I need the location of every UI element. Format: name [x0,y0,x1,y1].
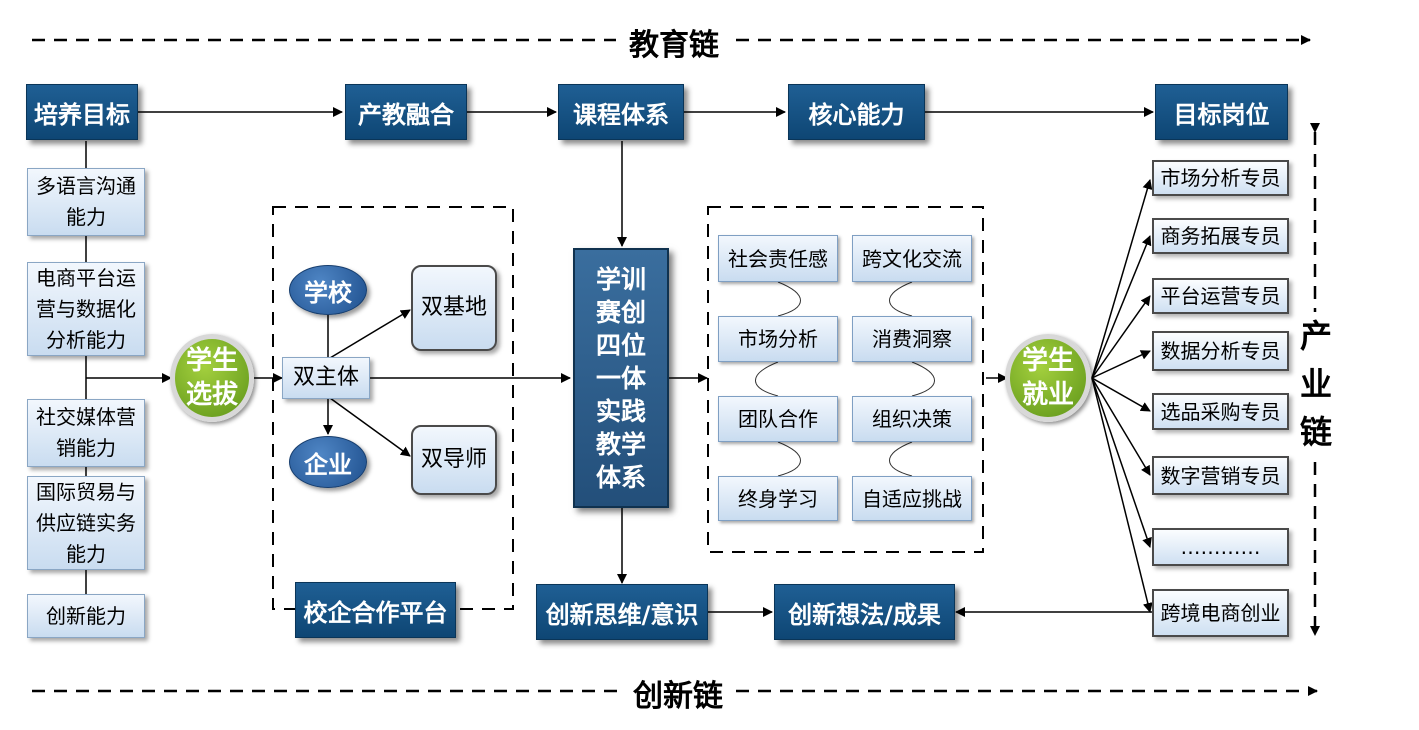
job-item: 选品采购专员 [1152,393,1289,430]
job-item: 跨境电商创业 [1152,589,1289,637]
industry-education-integration-box: 产教融合 [345,84,467,140]
ability-item: 国际贸易与供应链实务能力 [27,476,145,570]
job-item: 数据分析专员 [1152,331,1289,371]
industry-chain-label: 产业链 [1296,312,1336,456]
competency-item: 团队合作 [718,396,838,442]
job-item: 数字营销专员 [1152,456,1289,495]
dual-subject-box: 双主体 [282,357,370,399]
competency-item: 跨文化交流 [852,235,972,282]
competency-item: 终身学习 [718,476,838,521]
core-competency-box: 核心能力 [788,84,925,140]
competency-item: 市场分析 [718,316,838,362]
dual-mentor-box: 双导师 [411,425,497,495]
job-item: 商务拓展专员 [1152,218,1289,254]
school-node: 学校 [289,265,367,315]
competency-item: 消费洞察 [852,316,972,362]
competency-item: 自适应挑战 [852,476,972,521]
competency-item: 组织决策 [852,396,972,442]
competency-dashed-frame [707,206,984,553]
ability-item: 电商平台运营与数据化分析能力 [27,262,145,356]
innovation-chain-label: 创新链 [620,671,736,715]
dual-base-box: 双基地 [411,265,497,351]
platform-dashed-frame [272,206,514,610]
target-jobs-box: 目标岗位 [1155,84,1288,140]
innovative-ideas-box: 创新想法/成果 [774,584,955,640]
enterprise-node: 企业 [289,436,367,488]
innovative-thinking-box: 创新思维/意识 [536,584,708,640]
student-employment-node: 学生就业 [1005,334,1091,422]
ability-item: 创新能力 [27,594,145,638]
job-item: 市场分析专员 [1152,160,1289,196]
student-selection-node: 学生选拔 [170,334,254,422]
ability-item: 多语言沟通能力 [27,168,145,236]
training-goal-box: 培养目标 [26,84,138,140]
competency-item: 社会责任感 [718,235,838,282]
ability-item: 社交媒体营销能力 [27,399,145,467]
school-enterprise-platform-box: 校企合作平台 [295,582,456,638]
curriculum-system-box: 课程体系 [558,84,684,140]
education-chain-label: 教育链 [616,20,732,64]
job-item-ellipsis: ………… [1152,528,1289,566]
job-item: 平台运营专员 [1152,278,1289,314]
industry-chain-text: 产业链 [1299,317,1332,451]
practice-teaching-system-box: 学训赛创四位一体实践教学体系 [573,248,669,508]
